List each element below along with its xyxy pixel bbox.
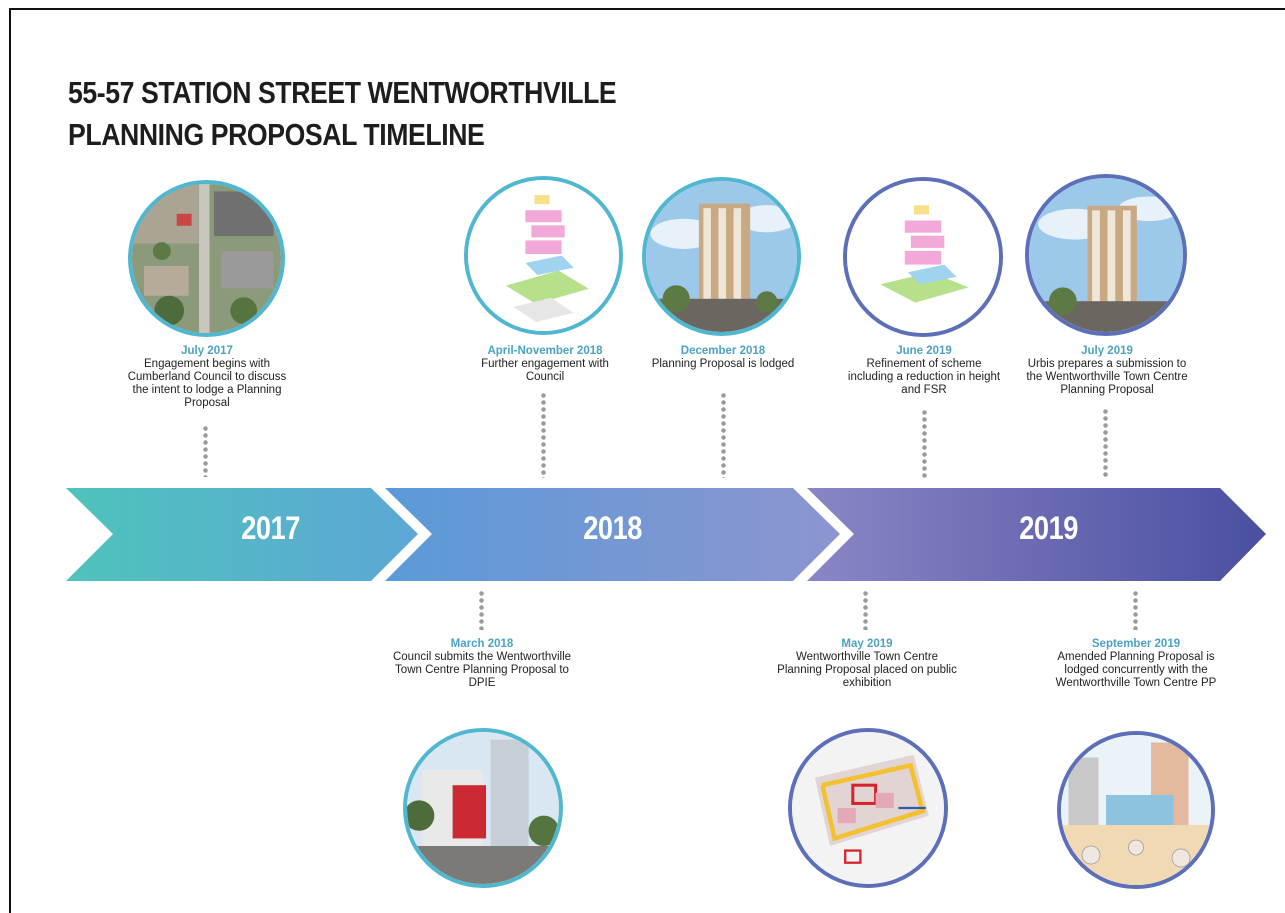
event-september-2019: September 2019 Amended Planning Proposal… [1040,638,1232,690]
event-date: July 2017 [181,345,233,357]
streetscape-render-image [403,728,563,888]
segment-2017 [66,488,418,581]
event-description: Engagement begins with Cumberland Counci… [127,358,287,409]
connector-dots [721,392,726,478]
tower-render-image [1025,174,1187,336]
event-may-2019: May 2019 Wentworthville Town Centre Plan… [777,638,957,690]
event-description: Urbis prepares a submission to the Wentw… [1026,358,1188,396]
title-line-2: PLANNING PROPOSAL TIMELINE [68,117,485,152]
tower-render-image [642,177,801,336]
event-description: Further engagement with Council [481,358,609,383]
connector-dots [1133,590,1138,630]
plaza-sketch-image [1057,731,1215,889]
massing-diagram-image [464,176,623,335]
page-frame [9,8,1285,913]
event-date: December 2018 [680,345,766,357]
page-title: 55-57 STATION STREET WENTWORTHVILLE PLAN… [68,72,617,156]
year-label-2019: 2019 [1019,510,1078,546]
event-december-2018: December 2018 Planning Proposal is lodge… [644,345,802,371]
event-description: Planning Proposal is lodged [651,358,795,370]
event-description: Council submits the Wentworthville Town … [392,651,572,689]
connector-dots [541,392,546,478]
connector-dots [203,425,208,477]
event-june-2019: June 2019 Refinement of scheme including… [845,345,1003,397]
event-description: Refinement of scheme including a reducti… [847,358,1001,396]
event-march-2018: March 2018 Council submits the Wentworth… [392,638,572,690]
event-april-november-2018: April-November 2018 Further engagement w… [466,345,624,384]
massing-diagram-image [843,177,1003,337]
connector-dots [1103,408,1108,478]
event-date: June 2019 [896,345,952,357]
year-label-2017: 2017 [241,510,300,546]
connector-dots [922,409,927,479]
event-date: April-November 2018 [487,345,603,357]
segment-2018 [385,488,840,581]
event-date: September 2019 [1091,638,1181,650]
event-date: March 2018 [450,638,514,650]
title-line-1: 55-57 STATION STREET WENTWORTHVILLE [68,75,617,110]
segment-2019 [807,488,1266,581]
event-date: May 2019 [841,638,893,650]
event-description: Amended Planning Proposal is lodged conc… [1055,651,1217,689]
event-description: Wentworthville Town Centre Planning Prop… [777,651,957,689]
connector-dots [479,590,484,630]
year-label-2018: 2018 [583,510,642,546]
event-july-2019: July 2019 Urbis prepares a submission to… [1024,345,1190,397]
connector-dots [863,590,868,630]
aerial-photo-image [128,180,285,337]
site-plan-image [788,728,948,888]
event-date: July 2019 [1081,345,1133,357]
event-july-2017: July 2017 Engagement begins with Cumberl… [122,345,292,410]
